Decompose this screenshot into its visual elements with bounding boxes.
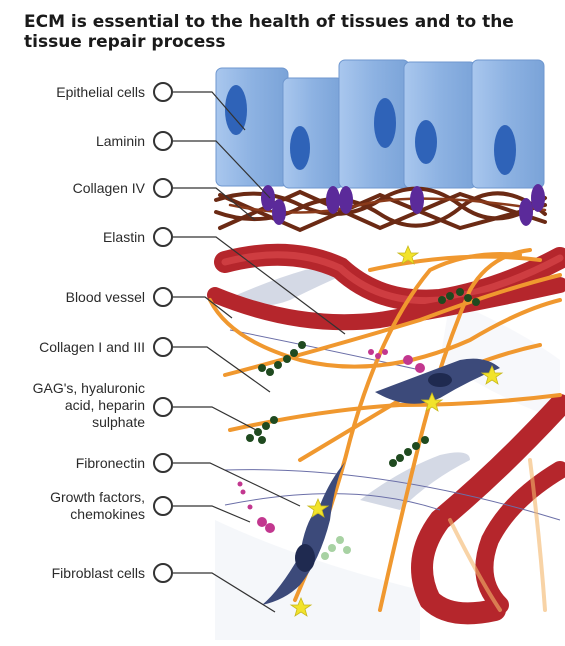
fibroblast-shadows — [225, 266, 470, 510]
label-gags-line-2: acid, heparin — [64, 397, 145, 413]
callout-circle-gags — [153, 397, 173, 417]
epithelial-cell — [403, 61, 477, 189]
label-fibroblast-cells: Fibroblast cells — [51, 565, 145, 581]
label-laminin: Laminin — [95, 133, 145, 149]
callout-circle-laminin — [153, 131, 173, 151]
epithelial-cells — [215, 59, 545, 189]
callout-circle-growth-factors — [153, 496, 173, 516]
leader-lines — [173, 91, 346, 613]
growth-factors — [237, 349, 425, 533]
label-collagen-i-iii: Collagen I and III — [39, 339, 145, 355]
laminin-molecules — [261, 184, 545, 226]
label-growth-line-2: chemokines — [70, 506, 145, 522]
callout-circle-collagen-iv — [153, 178, 173, 198]
callout-circle-elastin — [153, 227, 173, 247]
epithelial-cell — [282, 77, 344, 189]
callout-circle-fibroblast — [153, 563, 173, 583]
label-growth-line-1: Growth factors, — [50, 489, 145, 505]
nucleus — [494, 125, 516, 175]
fibronectin-stars — [289, 244, 504, 617]
label-elastin: Elastin — [102, 229, 145, 245]
nucleus — [374, 98, 396, 148]
epithelial-cell — [338, 59, 410, 189]
gag-light-cluster — [321, 536, 351, 560]
label-gags-line-3: sulphate — [92, 414, 145, 430]
label-fibronectin: Fibronectin — [75, 455, 145, 471]
gag-clusters — [246, 288, 480, 467]
label-collagen-iv: Collagen IV — [72, 180, 145, 196]
nucleus — [415, 120, 437, 164]
epithelial-cell — [471, 59, 545, 189]
epithelial-cell — [215, 67, 289, 187]
label-growth-factors: Growth factors, chemokines — [0, 489, 145, 523]
label-gags: GAG's, hyaluronic acid, heparin sulphate — [0, 380, 145, 431]
label-blood-vessel: Blood vessel — [65, 289, 145, 305]
callout-circle-blood-vessel — [153, 287, 173, 307]
callout-circle-collagen-i-iii — [153, 337, 173, 357]
callout-circle-epithelial — [153, 82, 173, 102]
elastin-fibres — [224, 329, 561, 521]
label-gags-line-1: GAG's, hyaluronic — [32, 380, 145, 396]
nucleus — [290, 126, 310, 170]
nucleus — [225, 85, 247, 135]
diagram-title: ECM is essential to the health of tissue… — [24, 12, 514, 52]
label-epithelial-cells: Epithelial cells — [56, 84, 145, 100]
tissue-background — [215, 300, 560, 640]
fibroblast-cells — [262, 358, 500, 605]
callout-circle-fibronectin — [153, 453, 173, 473]
